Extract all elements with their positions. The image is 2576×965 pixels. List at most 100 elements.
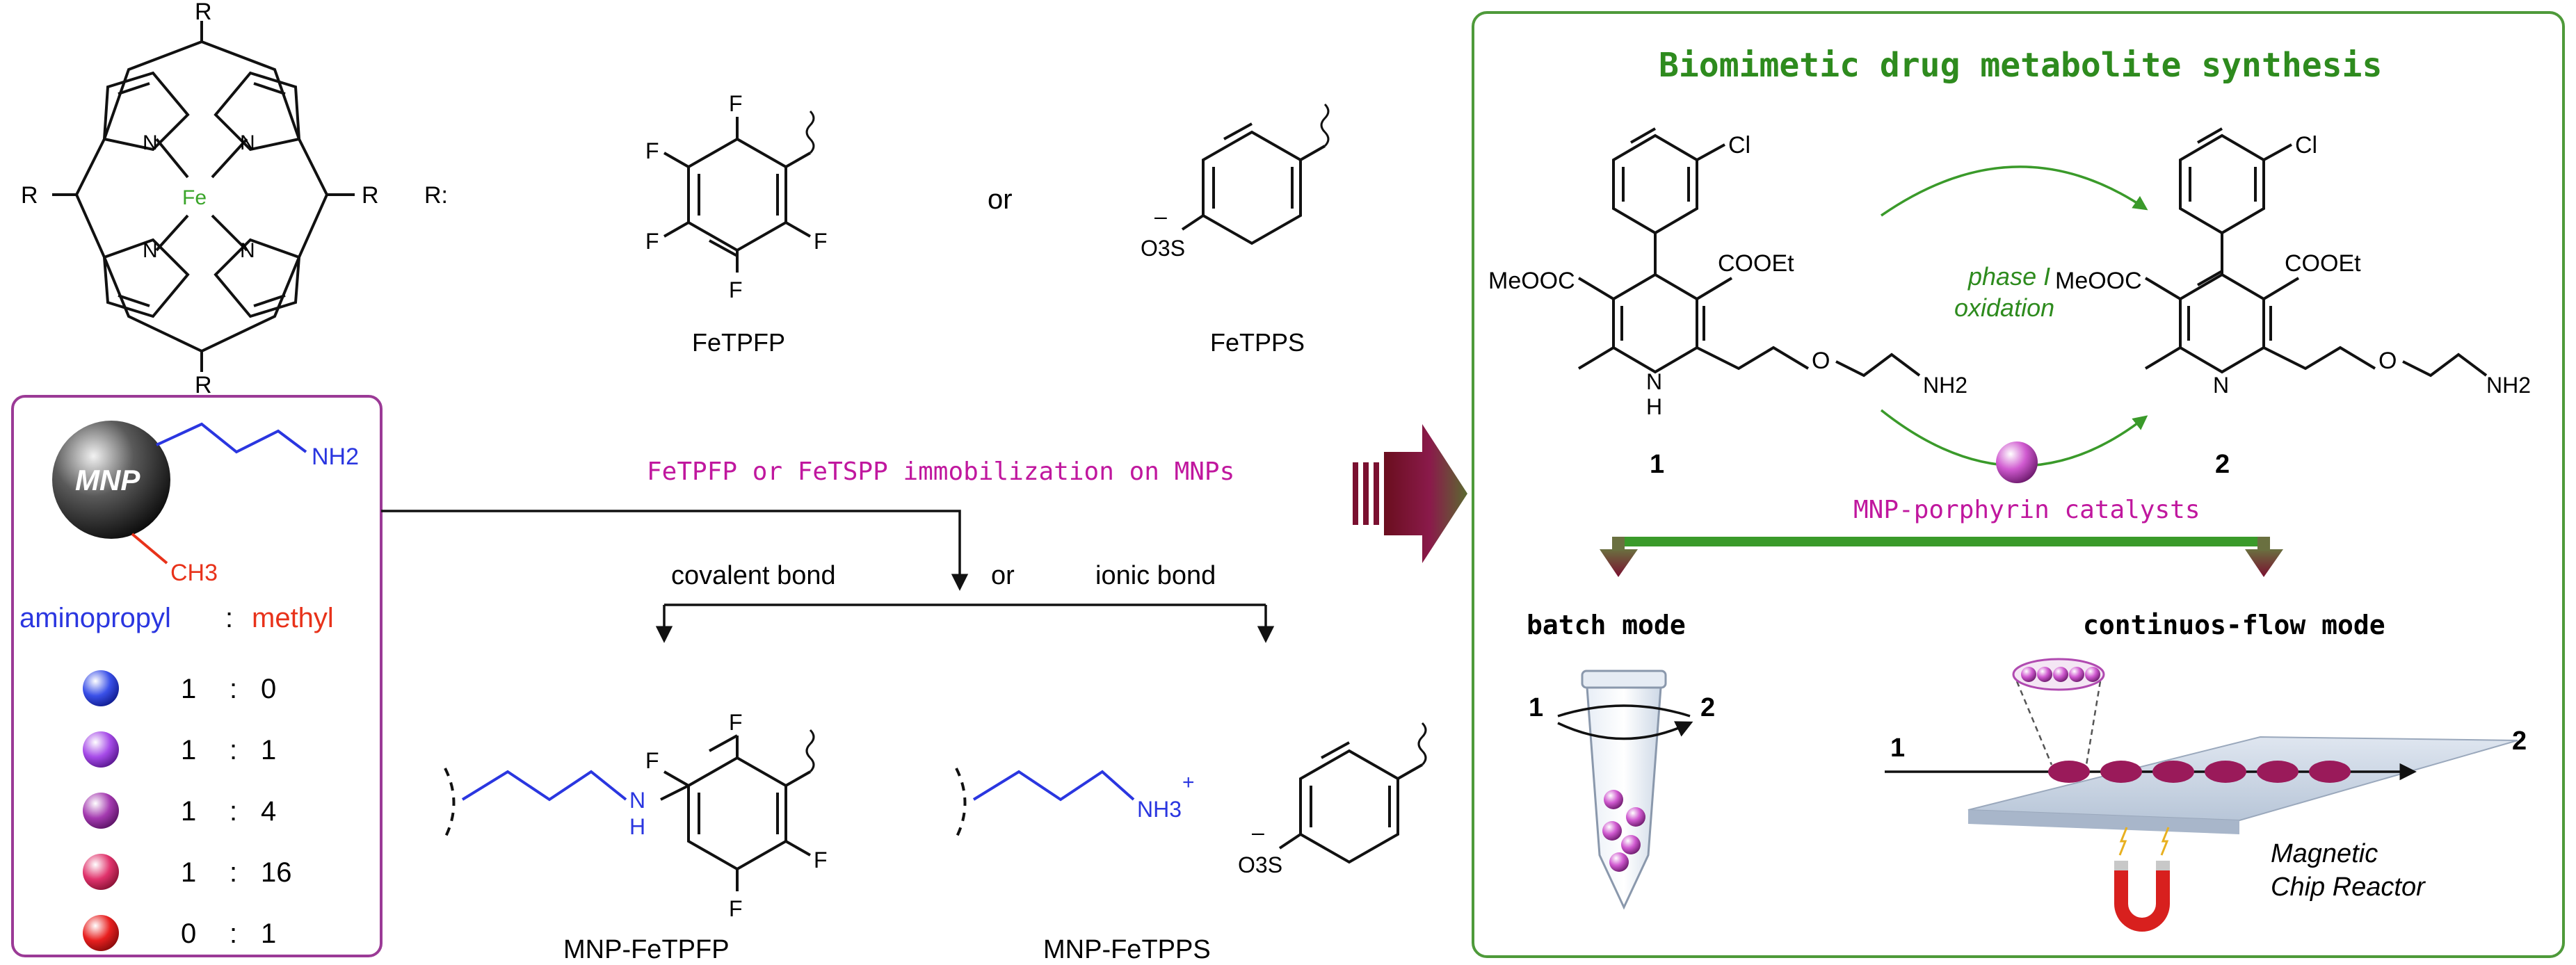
ratio-bead-4 [83, 854, 119, 890]
immobilization-title: FeTPFP or FeTSPP immobilization on MNPs [647, 457, 1234, 486]
ratio-list: 1:01:11:41:160:1 [83, 670, 292, 951]
compound-1-labels: Cl MeOOC COOEt O NH2 N H 1 [1488, 132, 1967, 479]
svg-text:R:: R: [424, 182, 448, 209]
ratio-row-4-right: 16 [261, 857, 292, 888]
svg-text:covalent bond: covalent bond [671, 561, 836, 590]
mnp-fetpfp-structure [444, 729, 815, 891]
svg-text:R: R [195, 372, 212, 398]
ratio-bead-3 [83, 793, 119, 829]
mnp-fetpps-label: MNP-FeTPPS [1043, 935, 1211, 964]
ratio-bead-2 [83, 731, 119, 768]
svg-text:NH3: NH3 [1137, 797, 1182, 822]
ratio-row-3-sep: : [230, 796, 237, 827]
ratio-row-5-right: 1 [261, 918, 276, 949]
big-transition-arrow [1353, 424, 1467, 563]
svg-text::: : [225, 603, 233, 633]
mnp-panel-frame [11, 395, 383, 957]
svg-text:–: – [1154, 204, 1167, 229]
svg-text:NH2: NH2 [1923, 373, 1967, 398]
svg-text:H: H [629, 814, 645, 839]
ratio-row-4-left: 1 [181, 857, 196, 888]
svg-text:N: N [240, 239, 255, 262]
svg-text:R: R [21, 182, 38, 209]
svg-text:R: R [195, 0, 212, 25]
fetpfp-label: FeTPFP [692, 328, 785, 357]
svg-text:F: F [645, 138, 659, 163]
mnp-fetpfp-labels: N H F F F F MNP-FeTPFP [563, 710, 828, 964]
svg-text:COOEt: COOEt [1718, 250, 1794, 277]
svg-text:or: or [991, 561, 1015, 590]
svg-text:F: F [814, 848, 828, 873]
svg-text:Fe: Fe [182, 186, 207, 209]
batch-mode-label: batch mode [1527, 610, 1686, 640]
svg-text:COOEt: COOEt [2285, 250, 2361, 277]
ratio-row-2-left: 1 [181, 735, 196, 765]
batch-tube [1557, 670, 1693, 910]
compound-2-structure [2144, 127, 2488, 378]
svg-text:N: N [2213, 373, 2229, 398]
svg-text:F: F [645, 748, 659, 773]
ratio-bead-1 [83, 670, 119, 706]
svg-text:Cl: Cl [1728, 132, 1750, 159]
svg-text:NH2: NH2 [312, 444, 359, 470]
svg-text:O: O [1812, 348, 1830, 374]
methyl-bond [131, 533, 168, 565]
phase-one-arrow [1881, 165, 2148, 217]
ratio-row-1-left: 1 [181, 674, 196, 704]
fetpps-structure [1181, 103, 1330, 245]
mnp-fetpps-labels: NH3 + – O3S MNP-FeTPPS [1043, 771, 1282, 964]
svg-text:CH3: CH3 [170, 560, 218, 586]
ratio-row-5-sep: : [230, 918, 237, 949]
ratio-row-1-sep: : [230, 674, 237, 704]
svg-text:oxidation: oxidation [1954, 293, 2054, 322]
mnp-fetpps-structure [955, 722, 1427, 864]
mode-split-arrow [1600, 537, 2283, 577]
synthesis-panel-frame [1472, 11, 2565, 958]
ratio-row-4-sep: : [230, 857, 237, 888]
svg-text:H: H [1646, 394, 1662, 419]
catalyst-label: MNP-porphyrin catalysts [1853, 496, 2200, 524]
svg-text:F: F [729, 91, 743, 116]
svg-text:N: N [629, 788, 645, 813]
immobilization-arrows [381, 510, 1275, 643]
svg-text:2: 2 [2512, 727, 2527, 756]
svg-text:methyl: methyl [252, 603, 334, 633]
svg-text:ionic bond: ionic bond [1095, 561, 1216, 590]
fetpfp-labels: F F F F F FeTPFP [645, 91, 828, 357]
svg-text:2: 2 [1700, 693, 1715, 722]
svg-text:or: or [988, 184, 1013, 215]
ratio-row-3-right: 4 [261, 796, 276, 827]
compound-1-structure [1577, 127, 1921, 378]
svg-text:Cl: Cl [2295, 132, 2317, 159]
svg-text:F: F [814, 229, 828, 254]
compound-2-label: 2 [2215, 450, 2230, 479]
svg-text:MeOOC: MeOOC [2055, 268, 2142, 294]
svg-text:N: N [143, 131, 158, 154]
ratio-row-1-right: 0 [261, 674, 276, 704]
svg-text:Chip Reactor: Chip Reactor [2271, 873, 2426, 902]
catalyst-bead [1996, 441, 2038, 483]
synthesis-title: Biomimetic drug metabolite synthesis [1659, 46, 2382, 85]
svg-text:F: F [729, 896, 743, 921]
svg-text:N: N [1646, 369, 1662, 394]
ratio-row-2-sep: : [230, 735, 237, 765]
fetpfp-structure [663, 110, 815, 273]
svg-text:MeOOC: MeOOC [1488, 268, 1575, 294]
svg-text:N: N [240, 131, 255, 154]
aminopropyl-chain [156, 422, 307, 454]
mnp-bead [52, 421, 170, 539]
porphyrin-labels: R R R R Fe N N N N R: or [21, 0, 1013, 398]
compound-2-labels: Cl MeOOC COOEt O NH2 N 2 [2055, 132, 2531, 479]
flow-chip-reactor [1885, 658, 2518, 834]
svg-text:O3S: O3S [1141, 236, 1185, 261]
svg-text:aminopropyl: aminopropyl [19, 603, 171, 633]
fe-porphyrin-structure [52, 21, 355, 372]
svg-text:N: N [143, 239, 158, 262]
svg-text:O3S: O3S [1238, 852, 1282, 877]
ratio-row-3-left: 1 [181, 796, 196, 827]
svg-text:R: R [362, 182, 379, 209]
svg-text:F: F [729, 277, 743, 302]
svg-text:MNP: MNP [75, 464, 140, 496]
ratio-bead-5 [83, 915, 119, 951]
